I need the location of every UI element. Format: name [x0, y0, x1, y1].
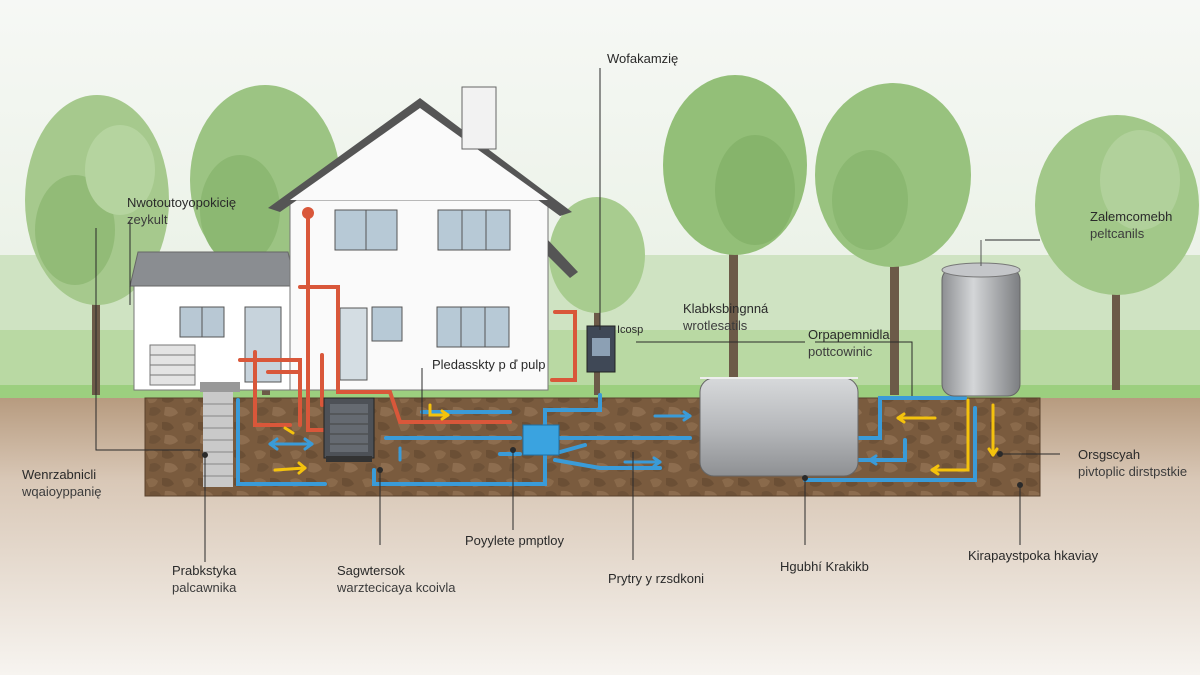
control-box [586, 325, 616, 373]
label-top-center: Wofakamzię [607, 51, 679, 66]
label-right-lower-line2: pivtoplic dirstpstkie [1078, 464, 1188, 479]
basement-stairs [203, 392, 233, 487]
label-bottom-3: Poyylete pmptloy [465, 533, 564, 548]
label-bottom-2-line2: warztecicaya kcoivla [337, 580, 456, 595]
label-right-upper: Zalemcomebh peltcanils [1090, 208, 1172, 242]
leader-lines [95, 68, 1060, 562]
label-left-lower-line1: Wenrzabnicli [22, 467, 97, 482]
label-left-lower: Wenrzabnicli wqaioyppanię [22, 466, 102, 500]
label-bottom-5: Hgubhí Krakikb [780, 559, 869, 574]
label-right-upper-line1: Zalemcomebh [1090, 209, 1173, 224]
label-bottom-1-line1: Prabkstyka [172, 563, 237, 578]
label-mid-right-line2: pottcowinic [808, 344, 873, 359]
label-bottom-6: Kirapaystpoka hkaviay [968, 548, 1099, 563]
label-mid-right-line1: Orpapemnidla [808, 327, 890, 342]
label-right-lower-line1: Orsgscyah [1078, 447, 1141, 462]
tree-right-2 [1035, 115, 1199, 390]
label-mid-right: Orpapemnidla pottcowinic [808, 326, 890, 360]
label-mid-upper: Klabksbingnná wrotlesatils [683, 300, 768, 334]
label-left-upper-line1: Nwotoutoyopokicię [127, 195, 237, 210]
label-bottom-1-line2: palcawnika [172, 580, 237, 595]
flow-arrows [268, 398, 999, 476]
label-right-lower: Orsgscyah pivtoplic dirstpstkie [1078, 446, 1187, 480]
label-mid-upper-line1: Klabksbingnná [683, 301, 769, 316]
heat-pump-unit [323, 397, 375, 462]
label-small-box: Icosp [617, 324, 644, 336]
underground-tank [699, 377, 859, 477]
label-bottom-4: Prytry y rzsdkoni [608, 571, 705, 586]
junction-box [522, 424, 560, 456]
label-bottom-2-line1: Sagwtersok [337, 563, 405, 578]
label-bottom-1: Prabkstyka palcawnika [172, 562, 236, 596]
label-left-upper-line2: zeykult [127, 212, 168, 227]
cold-pipes [236, 393, 977, 486]
label-left-lower-line2: wqaioyppanię [22, 484, 102, 499]
storage-tank [941, 240, 1021, 397]
label-left-upper: Nwotoutoyopokicię zeykult [127, 194, 236, 228]
house [129, 86, 578, 392]
tree-left-1 [25, 95, 169, 395]
tree-center [663, 75, 807, 395]
label-pipe: Pledasskty p ď pulp [432, 357, 546, 372]
label-right-upper-line2: peltcanils [1090, 226, 1145, 241]
label-mid-upper-line2: wrotlesatils [683, 318, 748, 333]
label-bottom-2: Sagwtersok warztecicaya kcoivla [337, 562, 456, 596]
tree-right-1 [815, 83, 971, 395]
